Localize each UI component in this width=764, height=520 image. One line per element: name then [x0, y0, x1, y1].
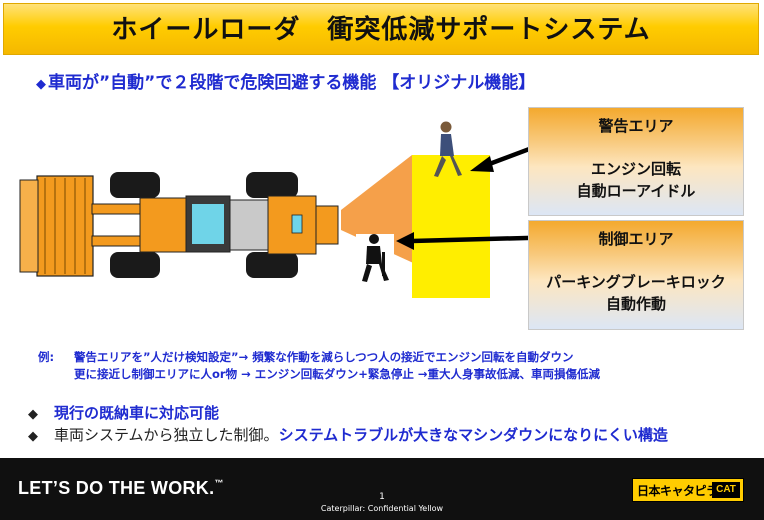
page-number: 1: [379, 492, 385, 502]
example-note: 例: 警告エリアを”人だけ検知設定”→ 頻繁な作動を減らしつつ人の接近でエンジン回…: [38, 349, 600, 383]
slide-title: ホイールローダ 衝突低減サポートシステム: [111, 15, 651, 45]
footer-bar: LET’S DO THE WORK.™ 1 Caterpillar: Confi…: [0, 458, 764, 520]
control-area-title: 制御エリア: [598, 230, 674, 248]
control-area-line2: 自動作動: [605, 295, 666, 313]
diamond-bullet-icon: ◆: [28, 407, 38, 422]
bullet-item-independent: ◆ 車両システムから独立した制御。システムトラブルが大きなマシンダウンになりにくい…: [28, 424, 668, 445]
worker-jackhammer-icon: [362, 234, 389, 282]
warning-zone-rect: [412, 155, 490, 298]
example-line1: 警告エリアを”人だけ検知設定”→ 頻繁な作動を減らしつつ人の接近でエンジン回転を…: [74, 350, 574, 364]
confidential-label: Caterpillar: Confidential Yellow: [320, 504, 444, 513]
diamond-bullet-icon: ◆: [28, 429, 38, 444]
cat-logo-icon: CAT: [712, 482, 740, 498]
bullet-item-compat: ◆ 現行の既納車に対応可能: [28, 402, 219, 423]
slogan-tm: ™: [214, 478, 224, 488]
warning-area-panel: 警告エリア エンジン回転 自動ローアイドル: [528, 107, 744, 216]
wheel-loader-icon: [19, 172, 339, 278]
headline: ◆車両が”自動”で２段階で危険回避する機能 【オリジナル機能】: [36, 68, 535, 93]
walking-person-icon: [434, 121, 462, 177]
warning-area-title: 警告エリア: [598, 117, 674, 135]
title-banner: ホイールローダ 衝突低減サポートシステム: [3, 3, 759, 55]
bullet-1-text: 現行の既納車に対応可能: [54, 404, 220, 422]
example-line2: 更に接近し制御エリアに人or物 → エンジン回転ダウン+緊急停止 →重大人身事故…: [74, 367, 600, 381]
brand-logo: 日本キャタピラー CAT: [632, 478, 744, 502]
bullet-2-highlight: システムトラブルが大きなマシンダウンになりにくい構造: [278, 426, 668, 444]
bullet-2-text: 車両システムから独立した制御。: [54, 426, 279, 444]
control-area-line1: パーキングブレーキロック: [546, 273, 726, 291]
warning-area-line2: 自動ローアイドル: [576, 182, 696, 200]
slogan: LET’S DO THE WORK.™: [18, 478, 224, 499]
brand-name: 日本キャタピラー: [637, 484, 730, 498]
warning-area-line1: エンジン回転: [590, 160, 681, 178]
diamond-bullet-icon: ◆: [36, 77, 46, 92]
control-area-panel: 制御エリア パーキングブレーキロック 自動作動: [528, 220, 744, 330]
slogan-text: LET’S DO THE WORK.: [18, 478, 215, 498]
headline-text: 車両が”自動”で２段階で危険回避する機能 【オリジナル機能】: [48, 73, 536, 93]
example-label: 例:: [38, 350, 55, 364]
